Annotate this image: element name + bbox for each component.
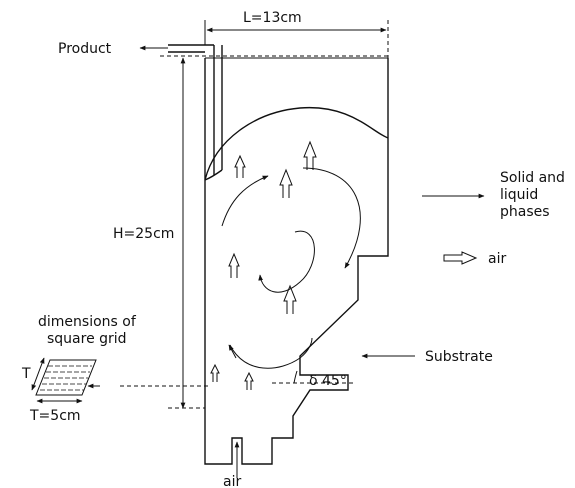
circulation-arrow (229, 337, 313, 369)
circulation-arrows (221, 167, 361, 369)
angle-arc (293, 370, 298, 384)
circulation-arrow (258, 230, 315, 293)
air-legend-label: air (488, 251, 506, 267)
square-grid-icon (35, 359, 97, 396)
height-label: H=25cm (113, 226, 174, 242)
grid-side-dimension (31, 357, 45, 391)
air-arrow-icon (279, 168, 293, 198)
flow-boundary-curve (204, 106, 389, 181)
phases-label-line2: liquid (500, 187, 538, 203)
air-arrow-icon (228, 252, 240, 278)
air-bubbles (210, 140, 317, 390)
circulation-arrow (302, 167, 361, 269)
length-dimension (204, 20, 389, 58)
circulation-arrow (228, 344, 237, 359)
grid-label-line2: square grid (47, 331, 127, 347)
product-label: Product (58, 41, 112, 57)
phases-label-line3: phases (500, 204, 550, 220)
flow-boundary-left (204, 169, 223, 181)
phases-label-line1: Solid and (500, 170, 565, 186)
vessel-wall (204, 58, 389, 465)
grid-label-line1: dimensions of (38, 314, 137, 330)
circulation-arrow (221, 175, 269, 227)
substrate-label: Substrate (425, 349, 493, 365)
angle-label: δ 45° (309, 373, 347, 389)
air-arrow-icon (283, 284, 297, 314)
air-arrow-icon (303, 140, 317, 170)
reactor-vessel (160, 55, 389, 465)
height-dimension (168, 57, 205, 409)
air-arrow-icon (234, 154, 246, 178)
air-inlet-label: air (223, 474, 241, 488)
air-arrow-icon (210, 363, 220, 382)
product-outlet-pipe (168, 44, 223, 175)
length-label: L=13cm (243, 10, 302, 26)
air-legend-icon (443, 251, 478, 265)
grid-side-label: T (21, 366, 31, 382)
air-arrow-icon (244, 371, 254, 390)
grid-bottom-label: T=5cm (29, 408, 81, 424)
